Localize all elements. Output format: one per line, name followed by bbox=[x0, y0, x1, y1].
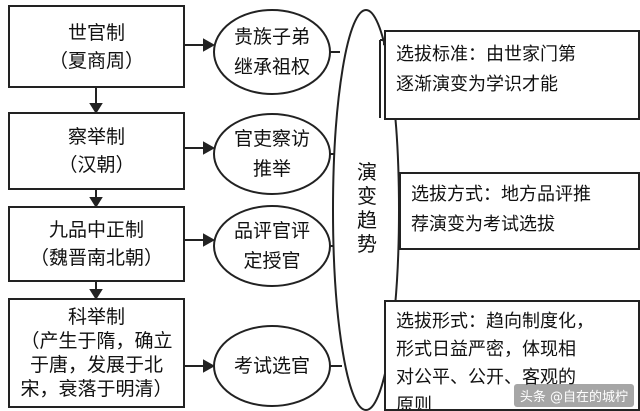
trend-line: 原则 bbox=[396, 395, 432, 411]
trend-line: 对公平、公开、客观的 bbox=[396, 367, 576, 388]
feature-line: 继承祖权 bbox=[233, 56, 310, 78]
oval-feature-1: 贵族子弟 继承祖权 bbox=[214, 12, 330, 92]
trend-box-standard: 选拔标准：由世家门第 逐渐演变为学识才能 bbox=[384, 30, 640, 120]
trend-line: 逐渐演变为学识才能 bbox=[396, 74, 558, 95]
oval-feature-4: 考试选官 bbox=[214, 328, 330, 404]
system-box-shiguanzhi: 世官制 （夏商周） bbox=[8, 5, 185, 88]
oval-feature-2: 官吏察访 推举 bbox=[214, 116, 330, 192]
trend-line: 选拔方式：地方品评推 bbox=[411, 184, 591, 205]
trend-line: 荐演变为考试选拔 bbox=[411, 214, 555, 235]
system-name: 科举制 bbox=[67, 306, 125, 328]
feature-line: 推举 bbox=[252, 158, 291, 180]
system-name: 察举制 bbox=[67, 126, 125, 148]
trend-line: 选拔形式：趋向制度化， bbox=[396, 311, 594, 332]
system-box-keju: 科举制 （产生于隋，确立 于唐，发展于北 宋，衰落于明清） bbox=[8, 298, 185, 408]
system-period: （魏晋南北朝） bbox=[29, 247, 163, 269]
trend-label: 演变趋势 bbox=[352, 160, 382, 256]
system-name: 世官制 bbox=[67, 21, 125, 44]
system-period: （夏商周） bbox=[48, 49, 144, 72]
feature-line: 考试选官 bbox=[233, 355, 310, 377]
system-box-jiupin: 九品中正制 （魏晋南北朝） bbox=[8, 206, 185, 282]
feature-line: 官吏察访 bbox=[233, 128, 310, 150]
oval-feature-3: 品评官评 定授官 bbox=[214, 208, 330, 284]
trend-line: 选拔标准：由世家门第 bbox=[396, 44, 576, 65]
feature-line: 定授官 bbox=[243, 250, 301, 272]
system-period: （汉朝） bbox=[58, 154, 135, 176]
trend-label-text: 演变趋势 bbox=[357, 160, 377, 256]
system-name: 九品中正制 bbox=[48, 219, 144, 241]
watermark-label: 头条 @自在的城柠 bbox=[513, 384, 634, 407]
system-period-line: 宋，衰落于明清） bbox=[20, 378, 173, 400]
trend-line: 形式日益严密，体现相 bbox=[396, 339, 576, 360]
system-box-chajuzhi: 察举制 （汉朝） bbox=[8, 112, 185, 190]
system-period-line: （产生于隋，确立 bbox=[20, 330, 173, 352]
feature-line: 品评官评 bbox=[233, 220, 310, 242]
trend-box-form: 选拔形式：趋向制度化， 形式日益严密，体现相 对公平、公开、客观的 原则 bbox=[384, 300, 640, 411]
trend-box-method: 选拔方式：地方品评推 荐演变为考试选拔 bbox=[399, 172, 640, 250]
feature-line: 贵族子弟 bbox=[233, 26, 310, 48]
system-period-line: 于唐，发展于北 bbox=[29, 354, 163, 376]
